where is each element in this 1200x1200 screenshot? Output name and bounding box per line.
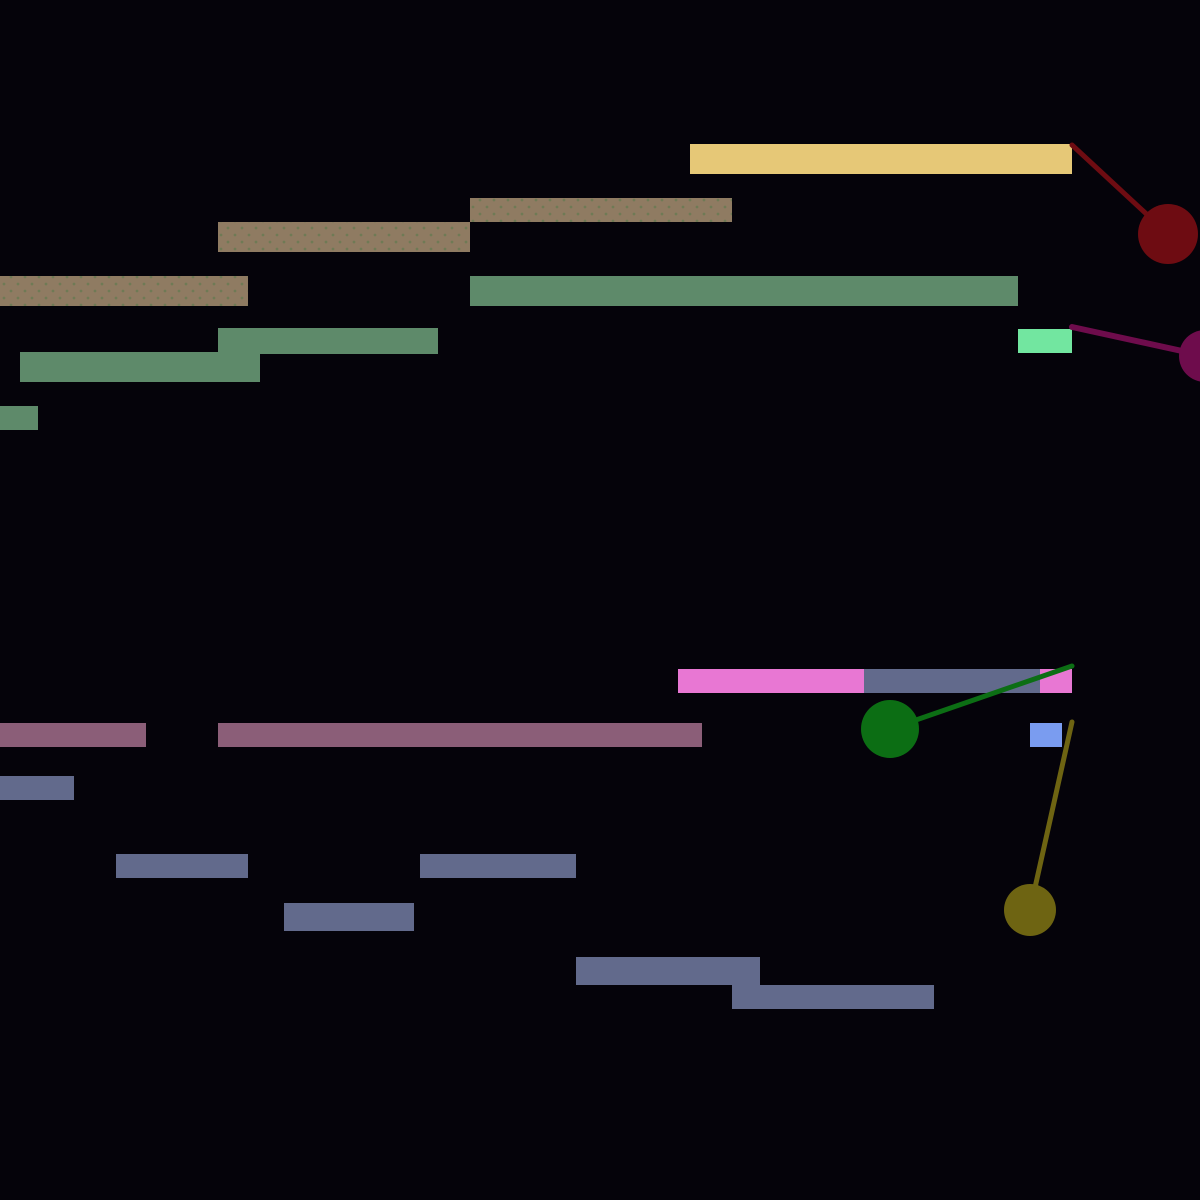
- bar-pink-1: [678, 669, 864, 693]
- bar-slate-2: [0, 776, 74, 800]
- bar-gold: [690, 144, 1072, 174]
- bar-slate-4: [420, 854, 576, 878]
- pendulum-plum[interactable]: [1069, 324, 1200, 382]
- pendulum-forest-green[interactable]: [861, 663, 1075, 758]
- pendulum-layer: [861, 142, 1200, 936]
- bar-mint: [1018, 329, 1072, 353]
- bar-tan-2: [218, 222, 470, 252]
- pendulum-dark-red-bob[interactable]: [1138, 204, 1198, 264]
- bar-sage-2: [218, 328, 438, 354]
- bar-sage-4: [210, 352, 260, 382]
- bar-tan-3: [0, 276, 248, 306]
- pendulum-forest-green-rope: [887, 663, 1075, 732]
- bar-sage-3: [20, 352, 242, 382]
- bar-light-blue: [1030, 723, 1062, 747]
- pendulum-plum-bob[interactable]: [1179, 330, 1200, 382]
- bar-slate-5: [284, 903, 414, 931]
- bar-slate-6: [576, 957, 760, 985]
- bar-sage-5: [0, 406, 38, 430]
- pendulum-forest-green-bob[interactable]: [861, 700, 919, 758]
- pendulum-olive-bob[interactable]: [1004, 884, 1056, 936]
- bar-mauve-2: [218, 723, 702, 747]
- bar-sage-1: [470, 276, 1018, 306]
- pendulum-olive-rope: [1027, 719, 1075, 913]
- bar-slate-7: [732, 985, 934, 1009]
- bar-slate-1: [864, 669, 1040, 693]
- bar-slate-3: [116, 854, 248, 878]
- pendulum-dark-red[interactable]: [1069, 142, 1198, 264]
- pendulum-olive[interactable]: [1004, 719, 1075, 936]
- bar-mauve-1: [0, 723, 146, 747]
- bar-tan-1: [470, 198, 732, 222]
